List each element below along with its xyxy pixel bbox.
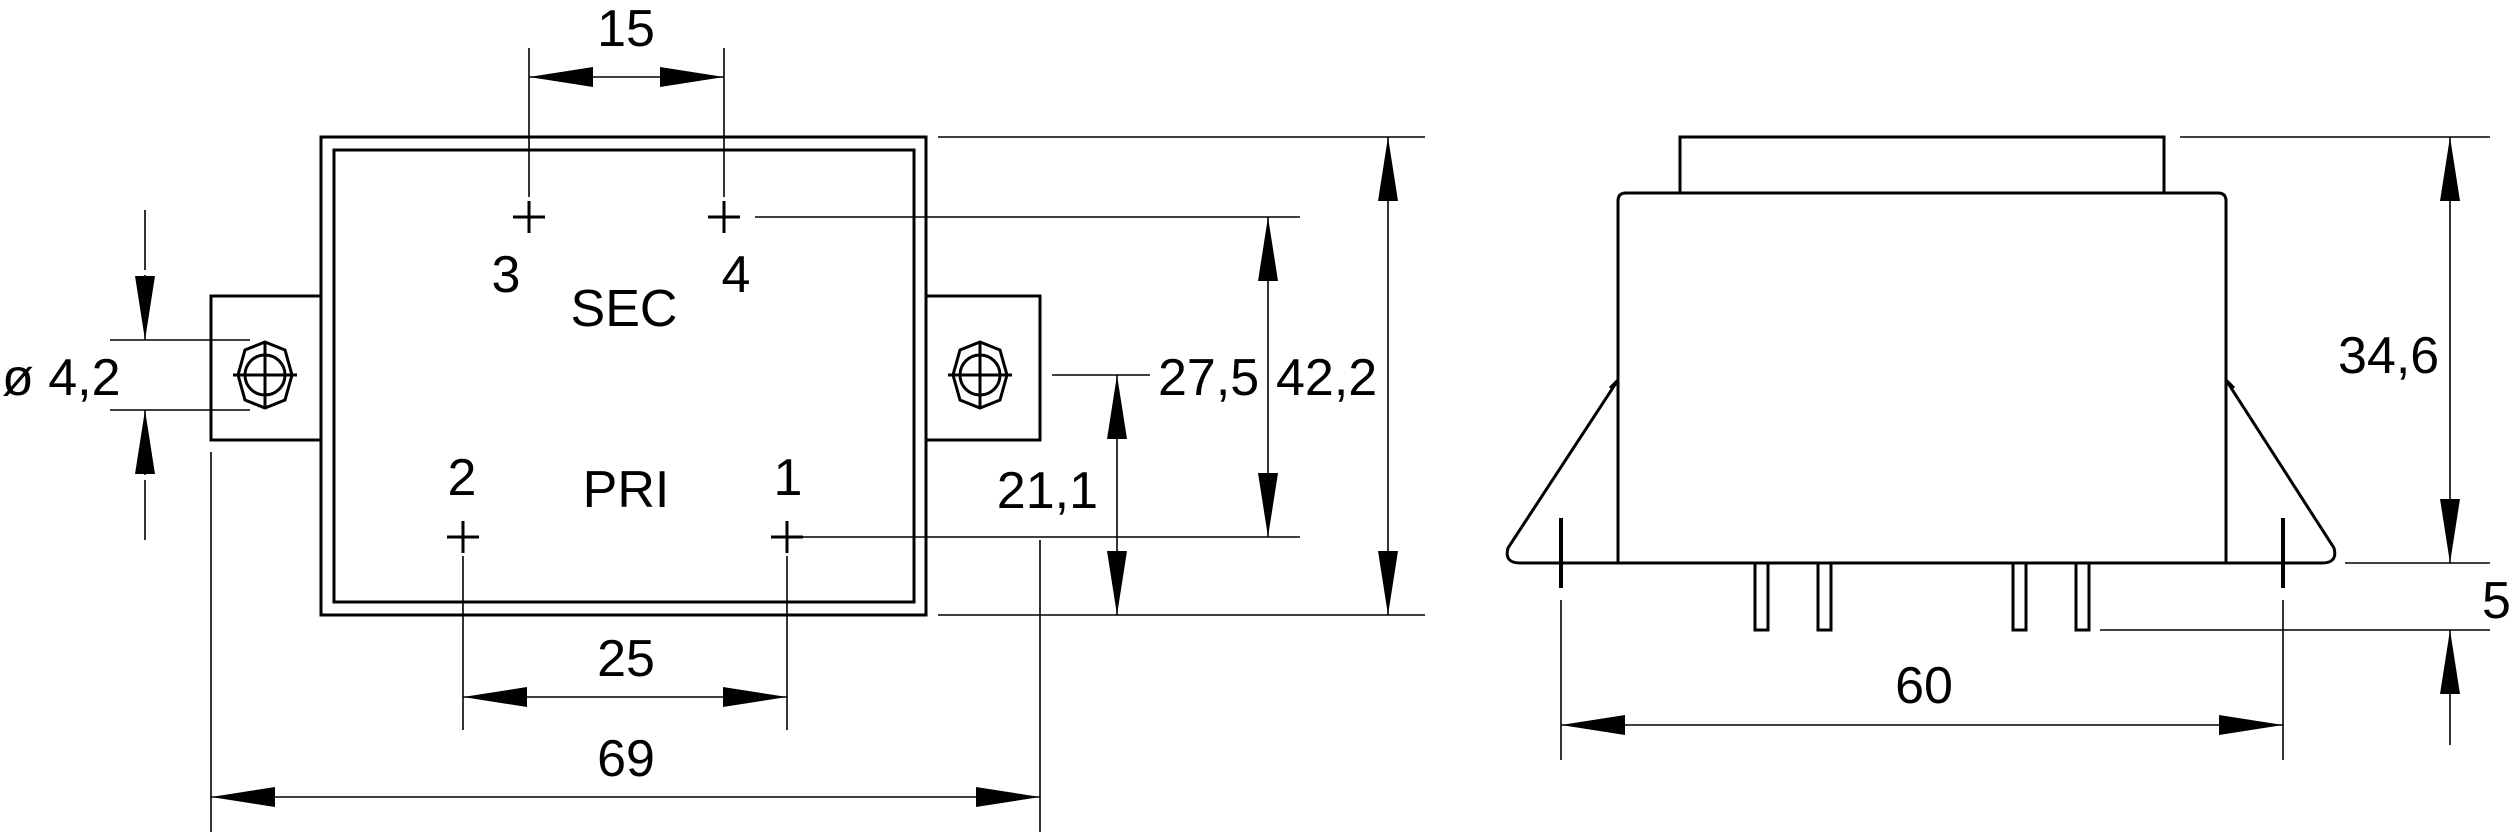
pin-4 — [2074, 563, 2091, 632]
dimension-lines-side-view — [1561, 137, 2460, 745]
side-top-cap — [1678, 135, 2166, 193]
side-view — [1505, 135, 2490, 760]
terminal-1-mark — [771, 521, 803, 553]
mounting-hole-right — [948, 340, 1012, 410]
terminal-1-label: 1 — [774, 449, 803, 507]
pin-3 — [2011, 563, 2028, 632]
terminal-3-mark — [513, 201, 545, 233]
extension-lines-side-view — [1560, 136, 2490, 760]
dim-60-label: 60 — [1895, 657, 1953, 715]
terminal-4-mark — [708, 201, 740, 233]
dim-34-6-label: 34,6 — [2338, 327, 2439, 385]
side-base-plate — [1505, 379, 2337, 565]
housing-inner-outline — [332, 148, 916, 604]
terminal-2-mark — [447, 521, 479, 553]
dim-15-label: 15 — [597, 0, 655, 58]
dim-21-1-label: 21,1 — [997, 462, 1098, 520]
dim-69-label: 69 — [597, 730, 655, 788]
sec-label: SEC — [571, 280, 678, 338]
pri-label: PRI — [583, 461, 670, 519]
extension-lines-top-view — [110, 48, 1425, 832]
dim-5-label: 5 — [2482, 572, 2511, 630]
pins — [1753, 563, 2091, 632]
side-body — [1616, 191, 2228, 563]
terminal-2-label: 2 — [448, 449, 477, 507]
terminal-4-label: 4 — [722, 246, 751, 304]
top-view — [110, 48, 1425, 832]
mounting-hole-left — [233, 340, 297, 410]
pin-1 — [1753, 563, 1770, 632]
terminal-3-label: 3 — [492, 246, 521, 304]
pin-2 — [1816, 563, 1833, 632]
dim-25-label: 25 — [597, 630, 655, 688]
hole-diameter-label: ø 4,2 — [2, 349, 121, 407]
side-base-inner-left — [1608, 378, 1620, 390]
dim-42-2-label: 42,2 — [1276, 349, 1377, 407]
side-base-inner-right — [2224, 378, 2236, 390]
dim-27-5-label: 27,5 — [1158, 349, 1259, 407]
dimension-lines-top-view — [135, 67, 1398, 807]
